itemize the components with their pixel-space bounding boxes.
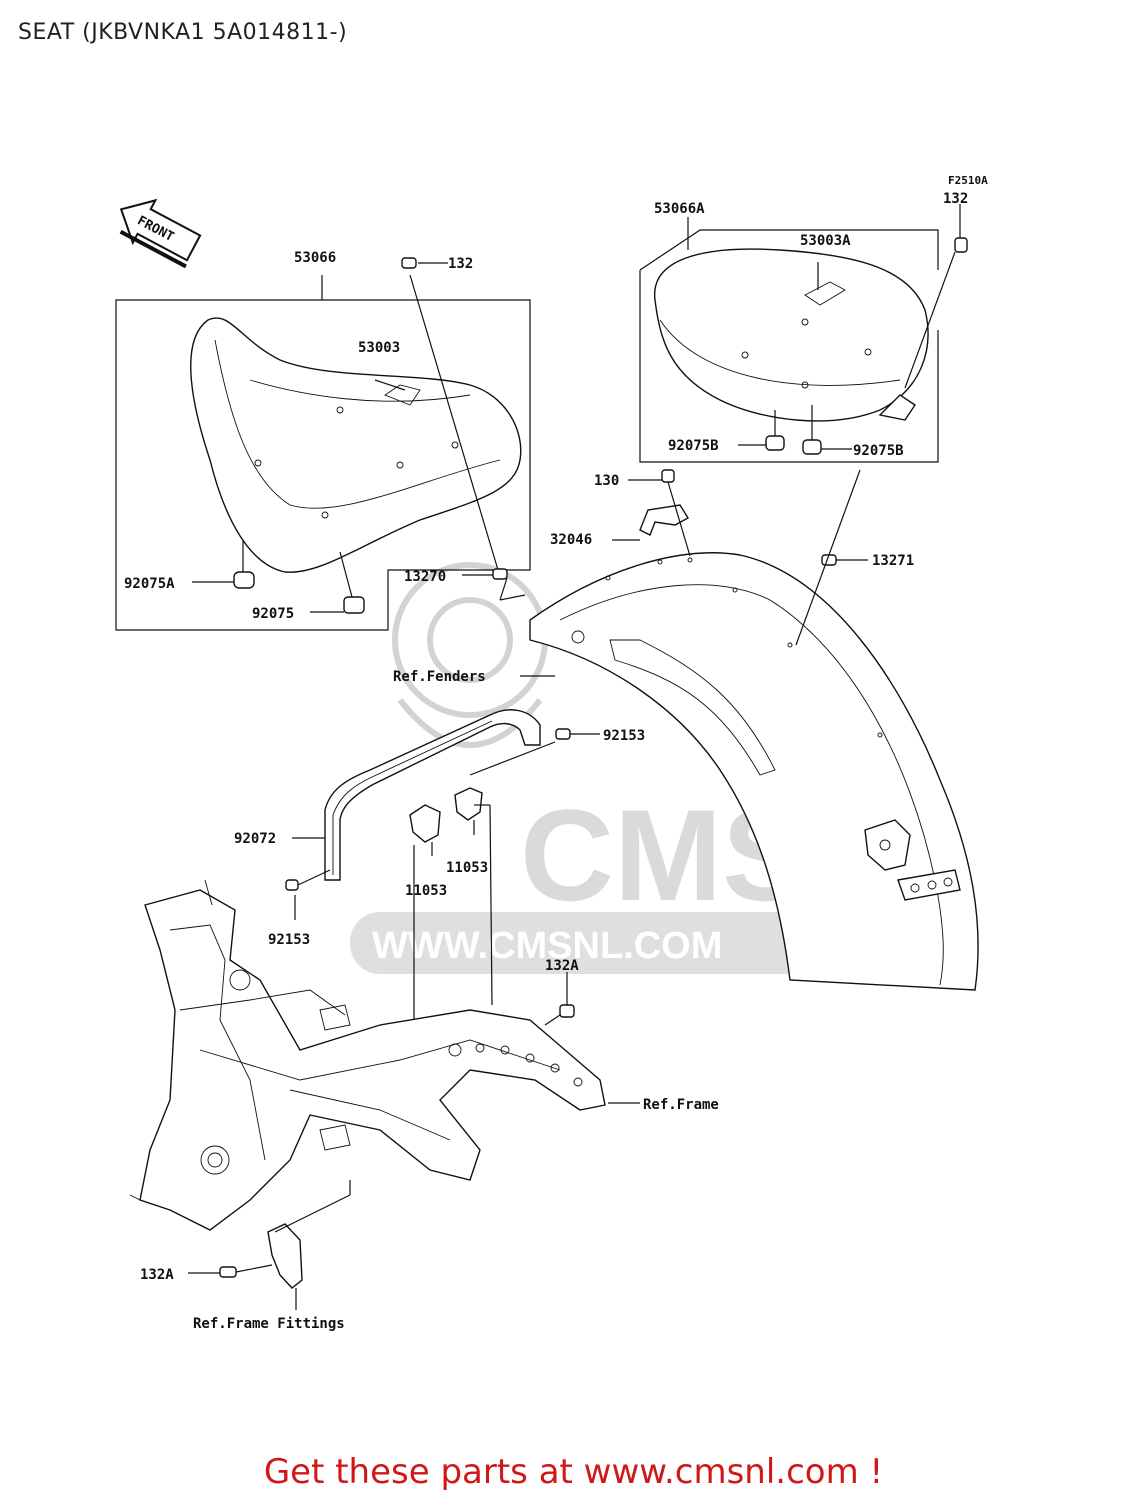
label-13271: 13271 [872, 553, 914, 569]
damper-13270 [492, 568, 508, 580]
label-53066: 53066 [294, 250, 336, 266]
frame [129, 879, 606, 1231]
label-ref-fenders: Ref.Fenders [393, 669, 486, 685]
label-53003: 53003 [358, 340, 400, 356]
label-92075B-right: 92075B [853, 443, 904, 459]
label-ref-frame: Ref.Frame [643, 1097, 719, 1113]
bolt-92153-bottom [285, 879, 299, 891]
label-92075B-left: 92075B [668, 438, 719, 454]
bracket-11053-left [409, 804, 441, 843]
front-seat [190, 317, 522, 573]
label-ref-frame-fittings: Ref.Frame Fittings [193, 1316, 345, 1332]
label-130: 130 [594, 473, 619, 489]
label-92072: 92072 [234, 831, 276, 847]
label-132-right: 132 [943, 191, 968, 207]
label-13270: 13270 [404, 569, 446, 585]
rear-seat-group [639, 204, 968, 463]
bracket-11053-right [454, 787, 483, 821]
rear-seat [654, 248, 929, 422]
label-132A-top: 132A [545, 958, 579, 974]
front-seat-group [115, 275, 531, 631]
bolt-132A-top [544, 972, 575, 1026]
parts-diagram: CMS WWW.CMSNL.COM F2510A FRONT [115, 174, 988, 1332]
bolt-92153-top [555, 728, 571, 740]
grommet-92075A [233, 571, 255, 589]
label-92075: 92075 [252, 606, 294, 622]
label-53066A: 53066A [654, 201, 705, 217]
grommet-92075B-left [765, 435, 785, 451]
front-arrow-icon: FRONT [119, 198, 202, 269]
grab-bar-92072 [324, 709, 541, 881]
page-title: SEAT (JKBVNKA1 5A014811-) [18, 20, 348, 45]
footer-cta[interactable]: Get these parts at www.cmsnl.com ! [263, 1452, 884, 1492]
bolt-132-top [401, 257, 499, 571]
label-11053-right: 11053 [446, 860, 488, 876]
frame-fitting-bracket [188, 1180, 351, 1310]
grommet-92075 [343, 596, 365, 614]
grommet-92075B-right [802, 439, 822, 455]
label-53003A: 53003A [800, 233, 851, 249]
label-11053-left: 11053 [405, 883, 447, 899]
label-92153-bottom: 92153 [268, 932, 310, 948]
watermark-url: WWW.CMSNL.COM [372, 925, 722, 967]
label-92153-top: 92153 [603, 728, 645, 744]
bracket-32046 [612, 469, 691, 557]
label-32046: 32046 [550, 532, 592, 548]
figure-code: F2510A [948, 174, 988, 187]
rear-fender [529, 552, 979, 991]
watermark: CMS WWW.CMSNL.COM [350, 562, 820, 974]
label-132A-bottom: 132A [140, 1267, 174, 1283]
label-92075A: 92075A [124, 576, 175, 592]
label-132-top: 132 [448, 256, 473, 272]
